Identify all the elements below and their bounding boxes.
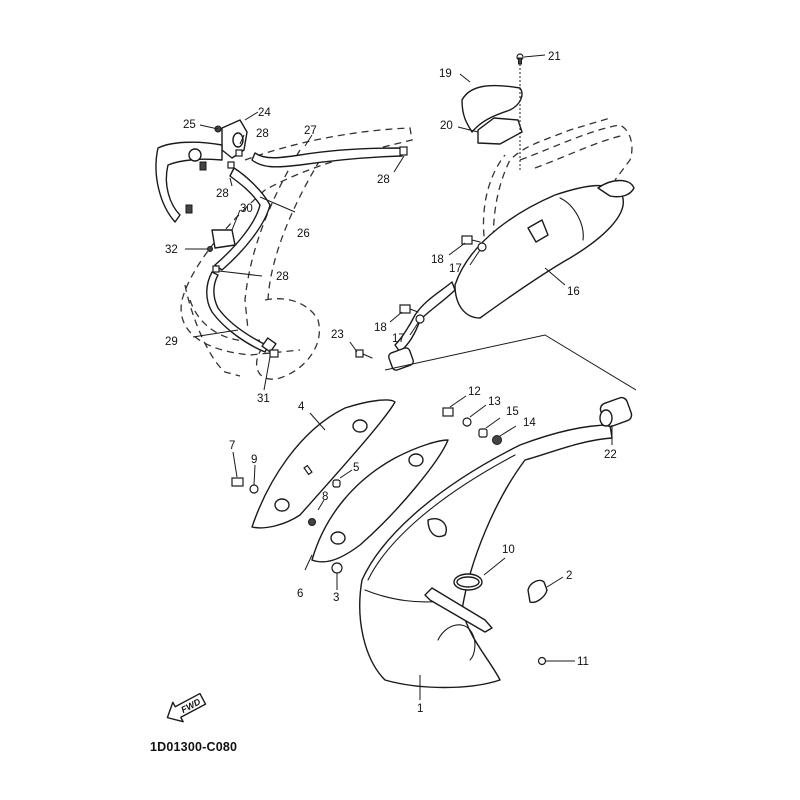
bolt-12[interactable] [442,407,454,417]
diagram-code: 1D01300-C080 [150,740,238,754]
callout-6[interactable]: 6 [297,588,303,600]
callout-16[interactable]: 16 [567,286,580,298]
callout-5[interactable]: 5 [353,462,359,474]
callout-2[interactable]: 2 [566,570,572,582]
callout-31[interactable]: 31 [257,393,270,405]
callout-28-a[interactable]: 28 [256,128,269,140]
hose-26[interactable] [214,167,271,271]
bolt-18-lower[interactable] [399,304,419,314]
bolt-18-upper[interactable] [461,235,481,245]
callout-18-lower[interactable]: 18 [374,322,387,334]
callout-26[interactable]: 26 [297,228,310,240]
callout-11[interactable]: 11 [577,656,589,668]
callout-29[interactable]: 29 [165,336,178,348]
callout-21[interactable]: 21 [548,51,561,63]
callout-22[interactable]: 22 [604,449,617,461]
callout-28-d[interactable]: 28 [276,271,289,283]
callout-13[interactable]: 13 [488,396,501,408]
reed-valve-assembly[interactable] [155,119,248,223]
leader-lines [185,54,613,700]
screw-32[interactable] [207,246,213,252]
callout-3[interactable]: 3 [333,592,339,604]
bolt-23[interactable] [355,349,373,359]
callout-24[interactable]: 24 [258,107,271,119]
bolt-3[interactable] [331,562,343,574]
callout-18-upper[interactable]: 18 [431,254,444,266]
gasket-10[interactable] [453,573,483,591]
nut-8[interactable] [308,518,316,526]
callout-7[interactable]: 7 [229,440,235,452]
bracket-2[interactable] [527,579,548,604]
clip-31[interactable] [261,337,279,358]
callout-20[interactable]: 20 [440,120,453,132]
screw-21[interactable] [516,53,524,170]
ghost-frame-left [180,127,413,380]
callout-14[interactable]: 14 [523,417,536,429]
callout-8[interactable]: 8 [322,491,328,503]
callout-17-upper[interactable]: 17 [449,263,462,275]
nut-11[interactable] [537,656,547,666]
clips-28[interactable] [212,146,408,273]
callout-1[interactable]: 1 [417,703,423,715]
inner-protector-6[interactable] [311,439,449,563]
silencer-cover-19[interactable] [461,84,523,133]
silencer-mount-guide [384,334,637,391]
washer-13[interactable] [462,417,472,427]
callout-25[interactable]: 25 [183,119,196,131]
callout-32[interactable]: 32 [165,244,178,256]
washer-17-upper[interactable] [477,242,487,252]
callout-30[interactable]: 30 [240,203,253,215]
callout-12[interactable]: 12 [468,386,481,398]
callout-28-c[interactable]: 28 [377,174,390,186]
joint-22[interactable] [599,396,634,428]
callout-9[interactable]: 9 [251,454,257,466]
washer-9[interactable] [249,484,259,494]
callout-19[interactable]: 19 [439,68,452,80]
washer-17-lower[interactable] [415,314,425,324]
callout-27[interactable]: 27 [304,125,317,137]
hose-27[interactable] [251,147,403,168]
callout-labels: 1 2 3 4 5 6 7 8 9 10 11 12 13 14 15 16 1… [165,51,617,715]
fwd-direction-arrow: FWD [166,692,207,723]
callout-17-lower[interactable]: 17 [392,333,405,345]
exhaust-pipe-1[interactable] [359,424,613,689]
holder-30[interactable] [211,229,236,249]
damper-14[interactable] [492,435,502,445]
callout-15[interactable]: 15 [506,406,519,418]
outer-protector-4[interactable] [251,399,396,529]
collar-15[interactable] [478,428,488,438]
collar-5[interactable] [332,479,341,488]
bolt-7[interactable] [231,477,244,487]
callout-10[interactable]: 10 [502,544,515,556]
callout-28-b[interactable]: 28 [216,188,229,200]
damper-pad-20[interactable] [477,117,523,145]
callout-23[interactable]: 23 [331,329,344,341]
callout-4[interactable]: 4 [298,401,305,413]
